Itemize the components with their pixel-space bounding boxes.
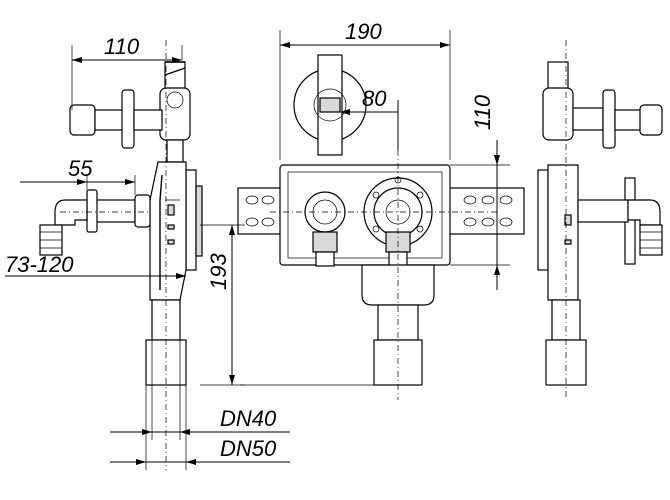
dim-dn50: DN50 xyxy=(220,436,277,461)
dim-80-circle: 80 xyxy=(362,86,387,111)
dimension-lines xyxy=(5,30,510,470)
right-side-view xyxy=(537,40,663,400)
left-side-view xyxy=(39,40,203,470)
dim-110-vertical-right: 110 xyxy=(470,94,495,130)
dim-193: 193 xyxy=(206,253,231,290)
center-front-view xyxy=(237,54,525,400)
dim-55: 55 xyxy=(68,156,93,181)
dim-dn40: DN40 xyxy=(220,406,277,431)
dim-190-top: 190 xyxy=(345,19,382,44)
dim-110-top-left: 110 xyxy=(104,34,140,59)
dim-73-120: 73-120 xyxy=(5,252,74,277)
